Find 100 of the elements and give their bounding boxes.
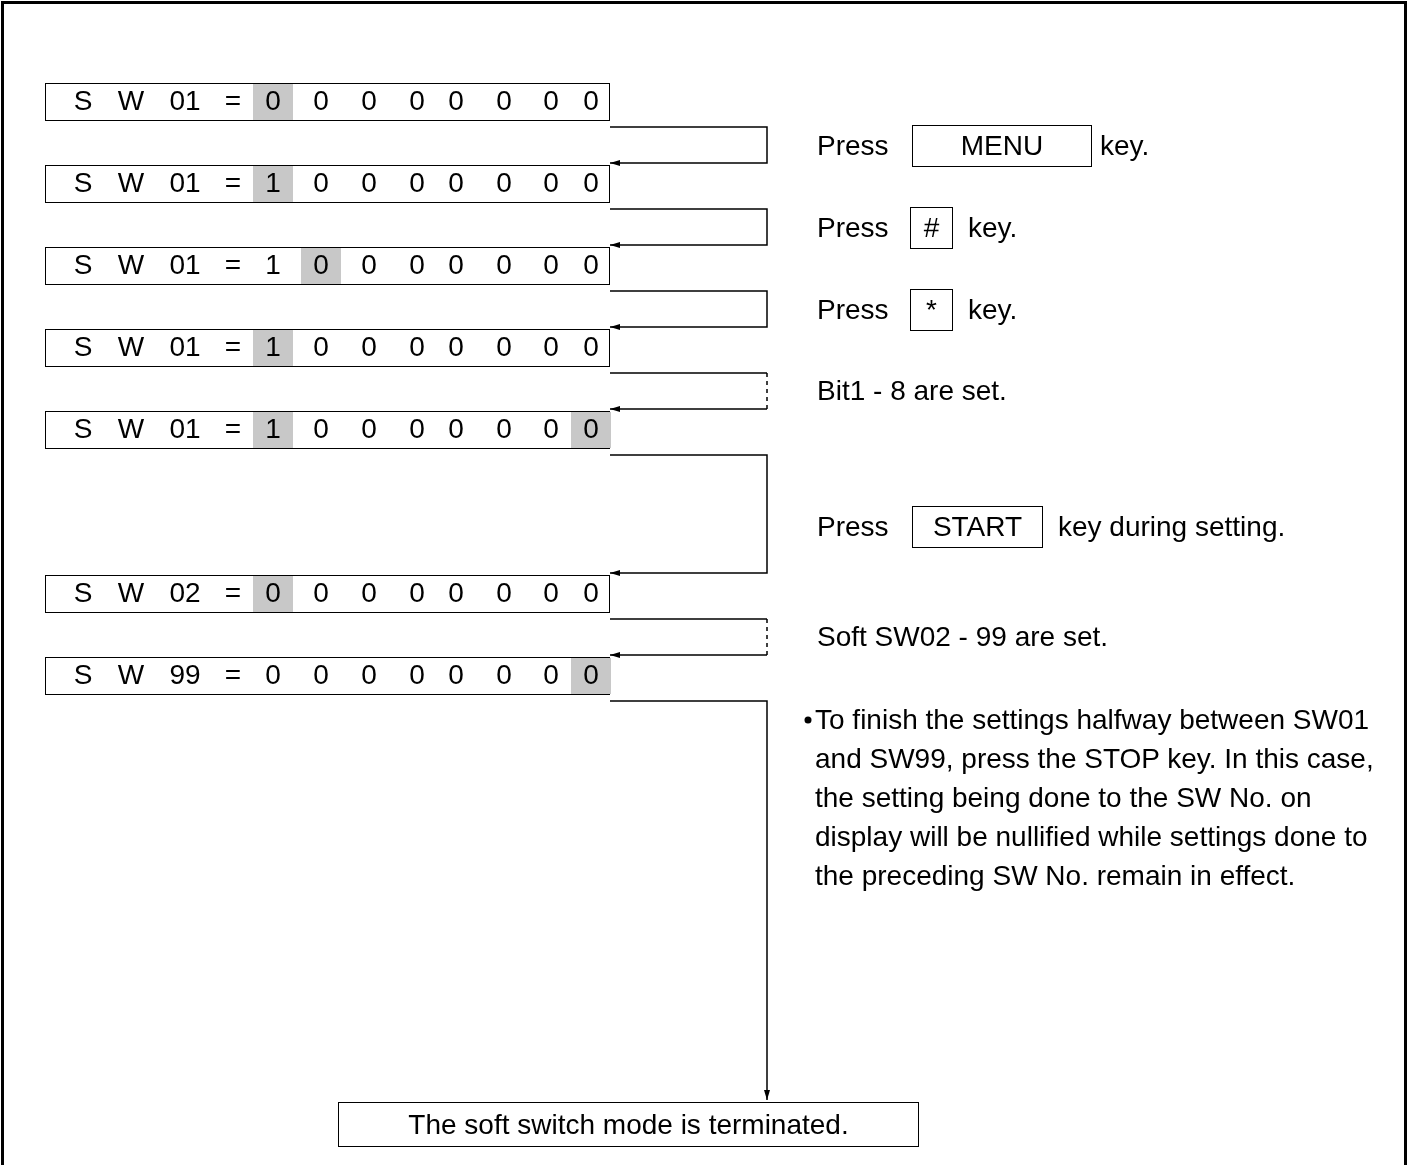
connector-arrow [609, 700, 770, 1101]
display-character: W [117, 166, 145, 200]
instruction-text: key. [1100, 129, 1150, 163]
display-digit: 0 [448, 658, 464, 692]
display-digit: 0 [361, 248, 377, 282]
display-character: W [117, 658, 145, 692]
cursor-digit: 1 [253, 412, 293, 448]
status-box [338, 1102, 919, 1147]
key-button [912, 506, 1043, 548]
display-character: S [73, 84, 93, 118]
display-character: 01 [169, 84, 201, 118]
display-digit: 0 [313, 166, 329, 200]
display-character: = [224, 330, 242, 364]
key-label: START [932, 511, 1023, 543]
display-digit: 0 [543, 412, 559, 446]
key-button [910, 289, 953, 331]
display-character: S [73, 412, 93, 446]
key-label: # [923, 212, 940, 244]
display-character: = [224, 248, 242, 282]
key-button [910, 207, 953, 249]
connector-arrow [609, 208, 768, 248]
display-digit: 0 [409, 330, 425, 364]
display-character: S [73, 248, 93, 282]
display-digit: 0 [361, 412, 377, 446]
instruction-text: Bit1 - 8 are set. [817, 374, 1007, 408]
display-digit: 0 [496, 330, 512, 364]
display-character: = [224, 576, 242, 610]
display-character: S [73, 166, 93, 200]
display-digit: 0 [313, 658, 329, 692]
display-digit: 0 [313, 412, 329, 446]
display-digit: 0 [583, 576, 599, 610]
display-character: S [73, 658, 93, 692]
display-digit: 0 [543, 166, 559, 200]
display-character: S [73, 330, 93, 364]
display-character: = [224, 658, 242, 692]
connector-arrow [609, 290, 768, 330]
instruction-text: Soft SW02 - 99 are set. [817, 620, 1109, 654]
cursor-digit: 0 [571, 412, 611, 448]
cursor-digit: 0 [253, 84, 293, 120]
display-character: W [117, 330, 145, 364]
display-digit: 0 [543, 330, 559, 364]
connector-arrow [609, 126, 768, 166]
display-digit: 0 [448, 166, 464, 200]
display-character: = [224, 166, 242, 200]
display-character: = [224, 412, 242, 446]
display-digit: 0 [361, 658, 377, 692]
display-character: 01 [169, 248, 201, 282]
display-digit: 0 [361, 330, 377, 364]
display-digit: 0 [361, 576, 377, 610]
display-digit: 0 [409, 412, 425, 446]
display-digit: 0 [409, 248, 425, 282]
display-character: = [224, 84, 242, 118]
note-paragraph: To finish the settings halfway between SW01 and SW99, press the STOP key. In this case, the setting being done to the SW No. on display will be nullified while settings done to the preceding SW No. remain in effect. [815, 703, 1375, 893]
display-digit: 0 [361, 84, 377, 118]
display-character: W [117, 84, 145, 118]
display-digit: 0 [496, 412, 512, 446]
display-digit: 0 [265, 658, 281, 692]
display-character: 01 [169, 166, 201, 200]
instruction-text: Press [817, 129, 889, 163]
display-character: 02 [169, 576, 201, 610]
cursor-digit: 0 [301, 248, 341, 284]
display-digit: 1 [265, 248, 281, 282]
cursor-digit: 1 [253, 166, 293, 202]
display-character: W [117, 576, 145, 610]
display-digit: 0 [583, 166, 599, 200]
display-digit: 0 [583, 330, 599, 364]
display-digit: 0 [543, 658, 559, 692]
key-label: * [926, 294, 937, 326]
display-character: W [117, 412, 145, 446]
display-character: 01 [169, 412, 201, 446]
display-character: 01 [169, 330, 201, 364]
display-digit: 0 [409, 658, 425, 692]
display-character: S [73, 576, 93, 610]
display-digit: 0 [496, 166, 512, 200]
connector-arrow [609, 454, 768, 576]
display-digit: 0 [313, 84, 329, 118]
instruction-text: key. [968, 211, 1018, 245]
display-digit: 0 [543, 576, 559, 610]
instruction-text: Press [817, 211, 889, 245]
display-digit: 0 [496, 576, 512, 610]
key-button [912, 125, 1092, 167]
display-digit: 0 [496, 248, 512, 282]
display-digit: 0 [313, 576, 329, 610]
connector-arrow [609, 618, 768, 658]
connector-arrow [609, 372, 768, 412]
display-digit: 0 [448, 330, 464, 364]
cursor-digit: 0 [571, 658, 611, 694]
display-digit: 0 [448, 576, 464, 610]
cursor-digit: 1 [253, 330, 293, 366]
display-digit: 0 [543, 248, 559, 282]
display-digit: 0 [448, 412, 464, 446]
display-digit: 0 [409, 166, 425, 200]
instruction-text: key. [968, 293, 1018, 327]
instruction-text: Press [817, 293, 889, 327]
display-digit: 0 [409, 84, 425, 118]
display-character: 99 [169, 658, 201, 692]
status-text: The soft switch mode is terminated. [408, 1108, 849, 1141]
key-label: MENU [960, 130, 1044, 162]
display-digit: 0 [583, 248, 599, 282]
cursor-digit: 0 [253, 576, 293, 612]
